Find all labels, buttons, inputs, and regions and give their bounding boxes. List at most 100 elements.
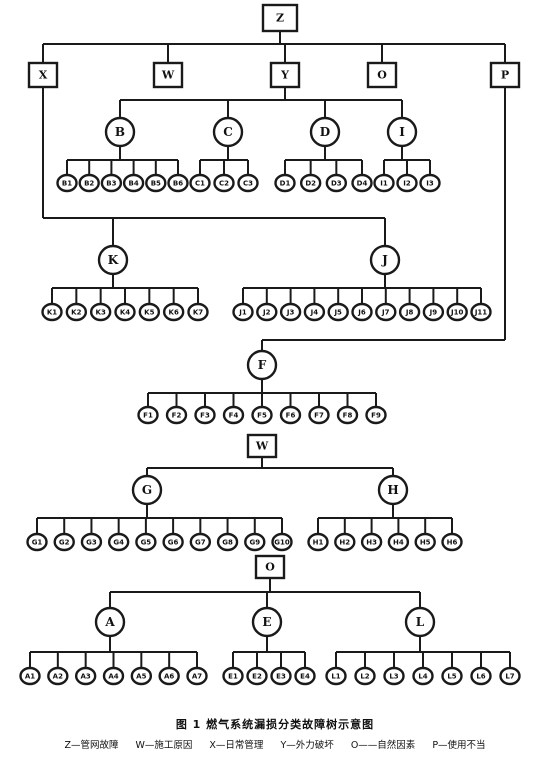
leaf-j8 [398,302,421,322]
level1-o-box [366,61,398,89]
leaf-b5-label: B5 [151,180,161,188]
leaf-l6 [470,666,492,686]
figure-legend: Z—管网故障 W—施工原因 X—日常管理 Y—外力破坏 O——自然因素 P—使用… [0,737,550,751]
node-b [104,116,136,148]
leaf-k4-label: K4 [120,309,130,317]
leaf-g9-label: G9 [249,539,260,547]
leaf-g2-label: G2 [59,539,70,547]
level1-x-box [27,61,59,89]
leaf-k7-label: K7 [193,309,203,317]
leaf-f8-label: F8 [343,412,353,420]
leaf-b1 [56,173,78,193]
node-i-label: I [399,125,405,139]
leaf-k3-label: K3 [96,309,106,317]
leaf-f2-label: F2 [172,412,182,420]
leaf-d1-label: D1 [280,180,291,188]
leaf-f9 [365,405,387,425]
leaf-g6 [162,532,184,552]
node-a-label: A [104,615,115,629]
leaf-b3-label: B3 [106,180,116,188]
leaf-f4 [222,405,245,425]
leaf-e3-label: E3 [276,673,286,681]
leaf-j1 [232,302,254,322]
leaf-g1 [26,532,48,552]
leaf-k5 [138,302,161,322]
leaf-k2-label: K2 [71,309,81,317]
node-b-label: B [115,125,125,139]
leaf-c2 [213,173,235,193]
leaf-e1 [222,666,244,686]
root-z-label: Z [276,12,284,25]
leaf-j10 [446,302,468,322]
leaf-f9-label: F9 [371,412,381,420]
leaf-g3 [80,532,103,552]
leaf-g3-label: G3 [86,539,97,547]
node-d [309,116,341,148]
leaf-h6-label: H6 [447,539,458,547]
legend-item-p: P—使用不当 [432,740,486,751]
leaf-a5-label: A5 [136,673,146,681]
leaf-h3-label: H3 [366,539,377,547]
leaf-f5-label: F5 [257,412,267,420]
leaf-a1 [19,666,41,686]
leaf-j7 [375,302,397,322]
leaf-g5 [135,532,157,552]
leaf-l6-label: L6 [476,673,485,681]
node-h-label: H [387,483,398,497]
leaf-e3 [270,666,292,686]
leaf-f1-label: F1 [143,412,153,420]
leaf-j3-label: J3 [286,309,295,317]
leaf-k2 [65,302,88,322]
leaf-f7-label: F7 [314,412,324,420]
leaf-j8-label: J8 [405,309,414,317]
leaf-e2-label: E2 [252,673,262,681]
leaf-h4 [387,532,410,552]
leaf-i2 [396,173,418,193]
leaf-f8 [336,405,359,425]
leaf-b6 [167,173,189,193]
leaf-j9 [422,302,445,322]
node-l-label: L [416,615,425,629]
leaf-i2-label: I2 [403,180,411,188]
leaf-g4 [107,532,130,552]
leaf-d4-label: D4 [357,180,368,188]
leaf-g10 [271,532,293,552]
legend-item-z: Z—管网故障 [64,740,119,751]
figure-caption-title: 图 1 燃气系统漏损分类故障树示意图 [175,718,375,731]
leaf-c1 [189,173,211,193]
leaf-d2 [299,173,322,193]
leaf-a3-label: A3 [81,673,91,681]
node-j [369,244,401,276]
legend-item-y: Y—外力破坏 [280,740,334,751]
node-d-label: D [320,125,330,139]
leaf-a6 [158,666,180,686]
leaf-g6-label: G6 [168,539,179,547]
leaf-d3 [325,173,348,193]
leaf-e1-label: E1 [228,673,238,681]
root-z-box [261,3,299,33]
section-w-box [246,433,278,459]
section-o-label: O [265,561,275,574]
leaf-c1-label: C1 [195,180,205,188]
node-f-label: F [258,358,267,372]
leaf-j11-label: J11 [474,309,487,317]
node-c-label: C [223,125,233,139]
leaf-h5-label: H5 [420,539,431,547]
node-j-label: J [381,253,388,267]
leaf-i1 [373,173,395,193]
legend-item-x: X—日常管理 [209,740,264,751]
node-c [212,116,244,148]
leaf-h3 [360,532,383,552]
leaf-a6-label: A6 [164,673,174,681]
leaf-j6-label: J6 [357,309,366,317]
level1-p-box [489,61,521,89]
leaf-h1-label: H1 [313,539,324,547]
leaf-j11 [470,302,492,322]
leaf-l7 [499,666,521,686]
leaf-l3-label: L3 [389,673,398,681]
leaf-g10-label: G10 [274,539,290,547]
leaf-e2 [246,666,268,686]
leaf-g8 [216,532,239,552]
leaf-b4-label: B4 [128,180,138,188]
